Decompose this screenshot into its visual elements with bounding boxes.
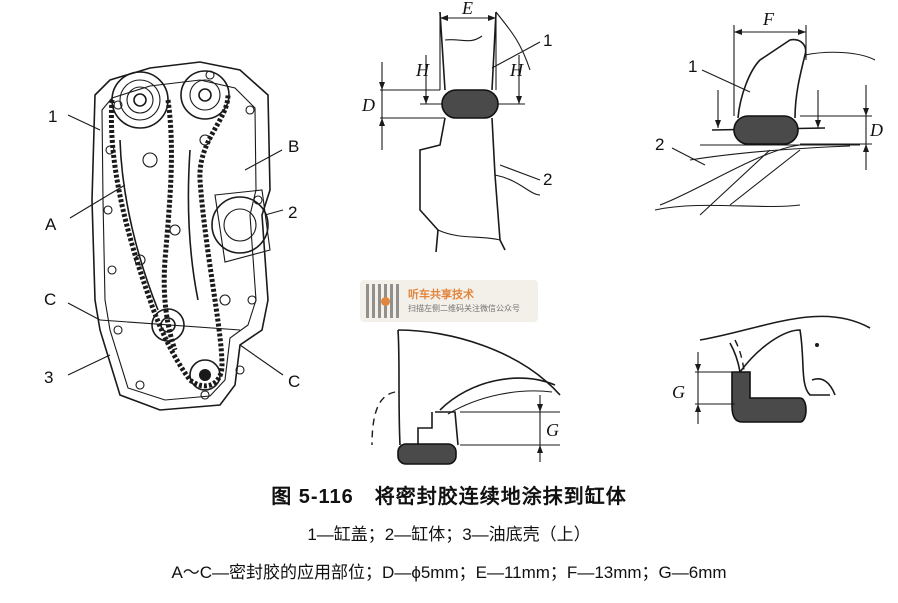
figure-note: A～C—密封胶的应用部位；D—ϕ5mm；E—11mm；F—13mm；G—6mm — [171, 563, 727, 582]
detail-f: F D 1 2 — [654, 9, 883, 216]
label-1-f: 1 — [688, 57, 697, 76]
label-d-f: D — [869, 120, 883, 140]
label-2-e: 2 — [543, 170, 552, 189]
label-c-left: C — [44, 290, 56, 309]
label-a: A — [45, 215, 57, 234]
label-f: F — [762, 9, 775, 29]
label-c-right: C — [288, 372, 300, 391]
label-2-f: 2 — [655, 135, 664, 154]
detail-g-oil-pan: G — [371, 329, 561, 465]
watermark-banner: 听车共享技术 扫描左侧二维码关注微信公众号 — [360, 280, 538, 322]
label-h-right: H — [509, 60, 524, 80]
brand-logo-icon — [381, 297, 390, 306]
engine-front-view: 1 A B 2 C C 3 — [44, 61, 300, 411]
label-e: E — [461, 0, 473, 18]
label-g-2: G — [672, 382, 685, 402]
label-h-left: H — [415, 60, 430, 80]
detail-e: E H H D 1 2 — [361, 0, 552, 253]
label-d-e: D — [361, 95, 375, 115]
label-b: B — [288, 137, 299, 156]
figure-title: 图 5-116 将密封胶连续地涂抹到缸体 — [271, 486, 627, 508]
label-2: 2 — [288, 203, 297, 222]
label-3: 3 — [44, 368, 53, 387]
detail-g-rear: G — [672, 315, 871, 424]
label-g-1: G — [546, 420, 559, 440]
watermark-title: 听车共享技术 — [408, 289, 474, 301]
watermark-subtitle: 扫描左侧二维码关注微信公众号 — [408, 304, 520, 313]
figure-legend: 1—缸盖；2—缸体；3—油底壳（上） — [307, 525, 591, 544]
label-1: 1 — [48, 107, 57, 126]
label-1-e: 1 — [543, 31, 552, 50]
